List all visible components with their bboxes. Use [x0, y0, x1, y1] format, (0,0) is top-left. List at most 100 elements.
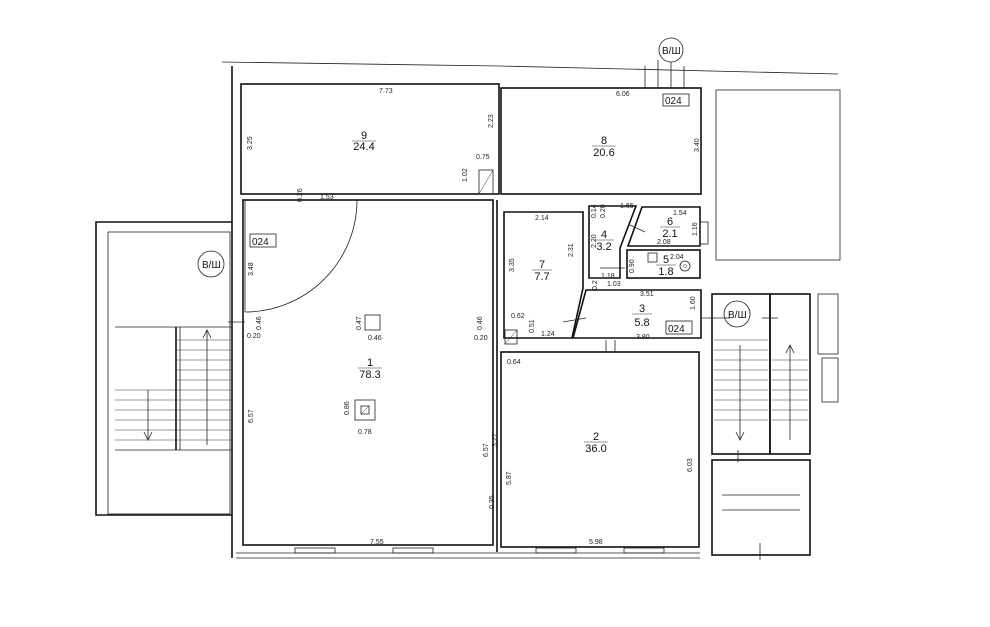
dim-label: 0.62 [511, 313, 525, 320]
dim-label: 0.2 [592, 280, 599, 290]
room-number: 8 [601, 135, 607, 147]
dim-label: 1.53 [320, 194, 334, 201]
dim-label: 0.46 [477, 316, 484, 330]
dim-label: 2.23 [488, 114, 495, 128]
room-8-label: 8 20.6 [592, 135, 616, 159]
room-6-label: 6 2.1 [660, 216, 680, 240]
stair-mark-text: В/Ш [662, 46, 681, 57]
sink-fixture [647, 252, 658, 263]
fixtures [228, 60, 778, 560]
room-number: 2 [593, 431, 599, 443]
stair-mark-text: В/Ш [728, 310, 747, 321]
dim-label: 0.51 [529, 319, 536, 333]
room-7-label: 7 7.7 [532, 259, 552, 283]
room-2-label: 2 36.0 [584, 431, 608, 455]
room-number: 3 [639, 303, 645, 315]
dim-label: 0.78 [358, 429, 372, 436]
stair-mark-left: В/Ш [197, 250, 225, 278]
room-area: 24.4 [353, 141, 374, 153]
tag-box: 024 [249, 233, 277, 248]
tag-label: 024 [668, 324, 685, 335]
stair-mark-text: В/Ш [202, 260, 221, 271]
stair-mark-top: В/Ш [658, 37, 684, 63]
room-area: 5.8 [634, 317, 649, 329]
dim-label: 0.90 [629, 259, 636, 273]
dim-label: 5.87 [506, 471, 513, 485]
room-5-label: 5 1.8 [656, 254, 676, 278]
window [623, 547, 665, 554]
dim-label: 0.20 [600, 204, 607, 218]
dim-label: 2.08 [657, 239, 671, 246]
dim-label: 2.14 [535, 215, 549, 222]
tag-box: 024 [662, 93, 690, 107]
dim-label: 0.86 [344, 401, 351, 415]
dim-label: 0.47 [356, 316, 363, 330]
window [294, 547, 336, 554]
shaft-room-7 [504, 329, 518, 345]
window [535, 547, 577, 554]
dim-label: 0.46 [256, 316, 263, 330]
dim-label: 1.16 [692, 222, 699, 236]
room-4-outline [588, 205, 638, 279]
room-3-outline [571, 289, 702, 339]
dim-label: 1.65 [620, 203, 634, 210]
right-stair-block [711, 293, 839, 556]
room-number: 4 [601, 229, 607, 241]
column-square [364, 314, 381, 331]
room-area: 3.2 [596, 241, 611, 253]
stair-mark-right: В/Ш [723, 300, 751, 328]
room-area: 20.6 [593, 147, 614, 159]
door-swing-arc [244, 199, 358, 313]
room-number: 5 [663, 254, 669, 266]
room-9-outline [240, 83, 500, 195]
dimension-labels: 7.73 3.25 2.23 0.75 1.02 0.26 1.53 6.06 … [247, 88, 701, 546]
dim-label: 1.02 [462, 168, 469, 182]
room-6-outline [626, 206, 701, 247]
room-number: 7 [539, 259, 545, 271]
dim-label: 3.35 [509, 258, 516, 272]
dim-label: 3.80 [636, 334, 650, 341]
room-area: 2.1 [662, 228, 677, 240]
room-area: 36.0 [585, 443, 606, 455]
dim-label: 3.51 [640, 291, 654, 298]
dim-label: 3.48 [248, 262, 255, 276]
room-2-outline [500, 351, 700, 548]
dim-label: 0.35 [489, 495, 496, 509]
dim-label: 0.20 [247, 333, 261, 340]
dim-label: 0.20 [474, 335, 488, 342]
tag-label: 024 [252, 237, 269, 248]
left-stair-steps [115, 339, 232, 451]
dim-label: 6.57 [483, 443, 490, 457]
room-area: 1.8 [658, 266, 673, 278]
room-3-label: 3 5.8 [632, 303, 652, 329]
dim-label: 1.60 [690, 296, 697, 310]
room-number: 9 [361, 130, 367, 142]
dim-label: 6.57 [248, 409, 255, 423]
room-5-outline [626, 249, 701, 279]
dim-label: 2.31 [568, 243, 575, 257]
dim-label: 0.75 [476, 154, 490, 161]
toilet-fixture [679, 260, 691, 272]
room-8-outline [500, 87, 702, 195]
dim-label: 5.98 [589, 539, 603, 546]
dim-label: 1.24 [541, 331, 555, 338]
dim-label: 2.04 [670, 254, 684, 261]
dim-label: 3.40 [694, 138, 701, 152]
dim-label: 7.55 [370, 539, 384, 546]
dim-label: 1.03 [607, 281, 621, 288]
dim-label: 1.54 [673, 210, 687, 217]
dim-label: 0.64 [507, 359, 521, 366]
room-area: 78.3 [359, 369, 380, 381]
dim-label: 0.46 [368, 335, 382, 342]
left-stair-block [95, 221, 232, 516]
room-number: 1 [367, 357, 373, 369]
vent-shaft [354, 399, 376, 421]
dim-label: 0.26 [297, 188, 304, 202]
room-number: 6 [667, 216, 673, 228]
room-9-label: 9 24.4 [352, 130, 376, 153]
dim-label: 7.73 [379, 88, 393, 95]
room-1-label: 1 78.3 [358, 357, 382, 381]
dim-label: 3.25 [247, 136, 254, 150]
dim-label: 2.20 [591, 234, 598, 248]
